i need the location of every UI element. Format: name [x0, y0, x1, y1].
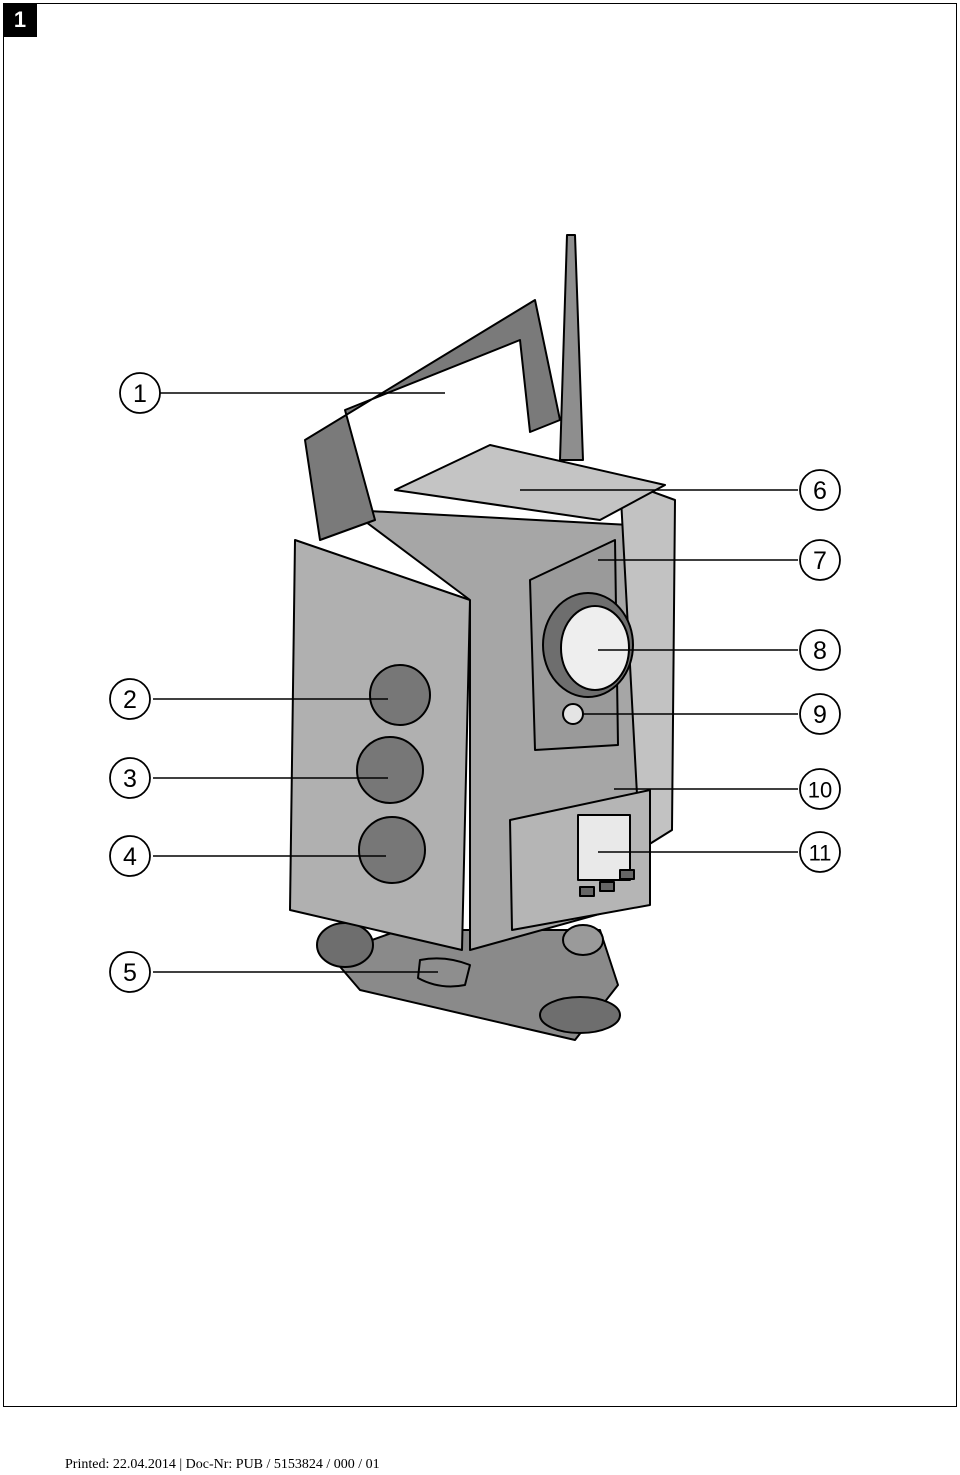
callout-label-2: 2	[123, 686, 137, 714]
foot-screw-right	[562, 924, 604, 956]
body-right-side	[619, 479, 676, 851]
callout-circle-10	[799, 768, 841, 810]
callout-circle-8	[799, 629, 841, 671]
foot-screw-left	[316, 922, 374, 968]
callout-label-8: 8	[813, 637, 827, 665]
knob-3	[356, 736, 424, 804]
telescope-lens	[560, 605, 630, 691]
antenna	[559, 234, 584, 461]
knob-2	[369, 664, 431, 726]
figure-number-tab: 1	[3, 3, 37, 37]
callout-circle-5	[109, 951, 151, 993]
display-key-2	[599, 881, 615, 892]
callout-circle-4	[109, 835, 151, 877]
callout-label-10: 10	[808, 778, 832, 803]
callout-numbers: 1 2 3 4 5 6 7 8 9 10 11	[123, 380, 832, 987]
display-key-3	[619, 869, 635, 880]
callout-label-9: 9	[813, 701, 827, 729]
callout-circle-2	[109, 678, 151, 720]
laser-aperture	[562, 703, 584, 725]
top-cover	[394, 444, 666, 521]
callout-label-5: 5	[123, 959, 137, 987]
callout-label-6: 6	[813, 477, 827, 505]
display-key-1	[579, 886, 595, 897]
callout-circle-6	[799, 469, 841, 511]
callouts	[109, 372, 841, 993]
callout-circle-11	[799, 831, 841, 873]
callout-circle-1	[119, 372, 161, 414]
tribrach-lock	[417, 957, 471, 988]
figure-frame	[3, 3, 957, 1407]
callout-circle-9	[799, 693, 841, 735]
leader-lines	[153, 392, 798, 973]
callout-circle-7	[799, 539, 841, 581]
carrying-handle	[304, 299, 561, 541]
callout-label-11: 11	[809, 841, 832, 866]
knob-4	[358, 816, 426, 884]
instrument-illustration	[289, 234, 676, 1041]
callout-circle-3	[109, 757, 151, 799]
callout-label-7: 7	[813, 547, 827, 575]
callout-label-4: 4	[123, 843, 137, 871]
foot-screw-front	[539, 996, 621, 1034]
callout-label-1: 1	[133, 380, 147, 408]
print-footer: Printed: 22.04.2014 | Doc-Nr: PUB / 5153…	[65, 1457, 380, 1472]
callout-label-3: 3	[123, 765, 137, 793]
